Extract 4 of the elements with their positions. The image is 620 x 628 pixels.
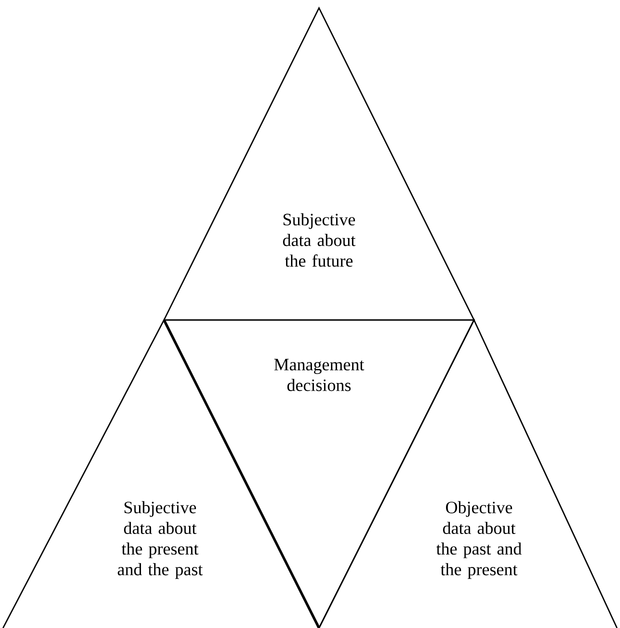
triangle-label: Subjective data about the present and the past <box>118 501 203 579</box>
triangle-label: Objective data about the past and the present <box>436 501 522 579</box>
triangle-label: Subjective data about the future <box>283 213 356 267</box>
triangle-label: Management decisions <box>274 358 364 392</box>
